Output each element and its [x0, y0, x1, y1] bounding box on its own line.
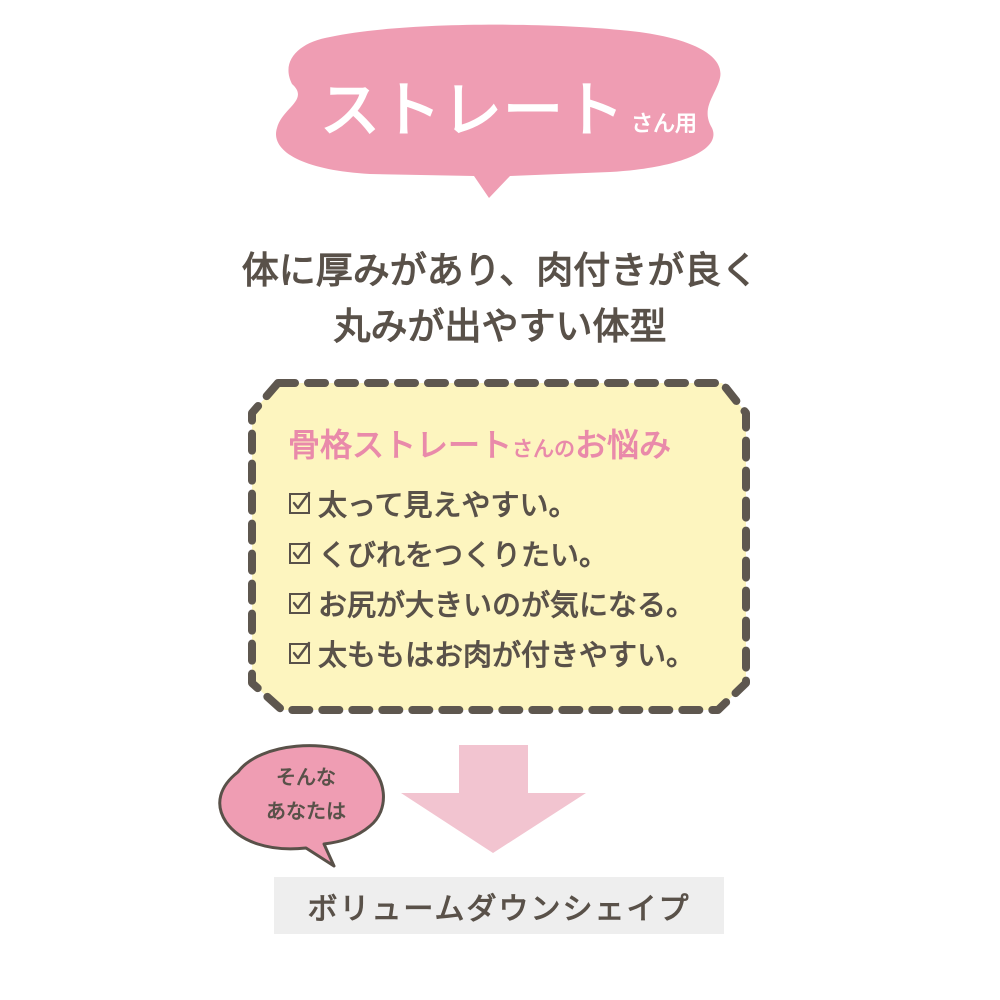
callout-text: そんな あなたは — [236, 760, 376, 828]
result-label: ボリュームダウンシェイプ — [274, 877, 724, 934]
callout-line-2: あなたは — [266, 799, 346, 823]
description-line-2: 丸みが出やすい体型 — [333, 305, 667, 348]
concerns-heading-small: さんの — [512, 437, 576, 461]
list-item: 太って見えやすい。 — [288, 478, 695, 528]
concern-text: くびれをつくりたい。 — [318, 538, 609, 572]
callout-line-1: そんな — [276, 765, 336, 789]
checked-box-icon — [289, 641, 311, 664]
title: ストレート さん用 — [320, 62, 720, 146]
title-sub: さん用 — [631, 112, 698, 137]
concerns-heading-end: お悩み — [575, 426, 672, 464]
checked-box-icon — [289, 491, 311, 514]
description-line-1: 体に厚みがあり、肉付きが良く — [241, 249, 759, 292]
concern-text: お尻が大きいのが気になる。 — [318, 588, 696, 622]
concerns-list: 太って見えやすい。 くびれをつくりたい。 お尻が大きいのが気になる。 太ももはお… — [288, 478, 695, 678]
title-speech-bubble — [276, 24, 721, 199]
checked-box-icon — [289, 591, 311, 614]
concern-text: 太って見えやすい。 — [318, 488, 578, 522]
concern-text: 太ももはお肉が付きやすい。 — [318, 638, 696, 672]
list-item: くびれをつくりたい。 — [288, 528, 695, 578]
concerns-heading: 骨格ストレートさんのお悩み — [288, 420, 671, 466]
concerns-heading-main: 骨格ストレート — [288, 426, 513, 464]
down-arrow-icon — [401, 745, 586, 853]
concerns-box — [248, 379, 750, 714]
checked-box-icon — [289, 541, 311, 564]
list-item: 太ももはお肉が付きやすい。 — [288, 628, 695, 678]
callout-bubble — [218, 744, 385, 868]
list-item: お尻が大きいのが気になる。 — [288, 578, 695, 628]
title-main: ストレート — [320, 76, 625, 146]
bottom-graphics — [218, 744, 586, 868]
